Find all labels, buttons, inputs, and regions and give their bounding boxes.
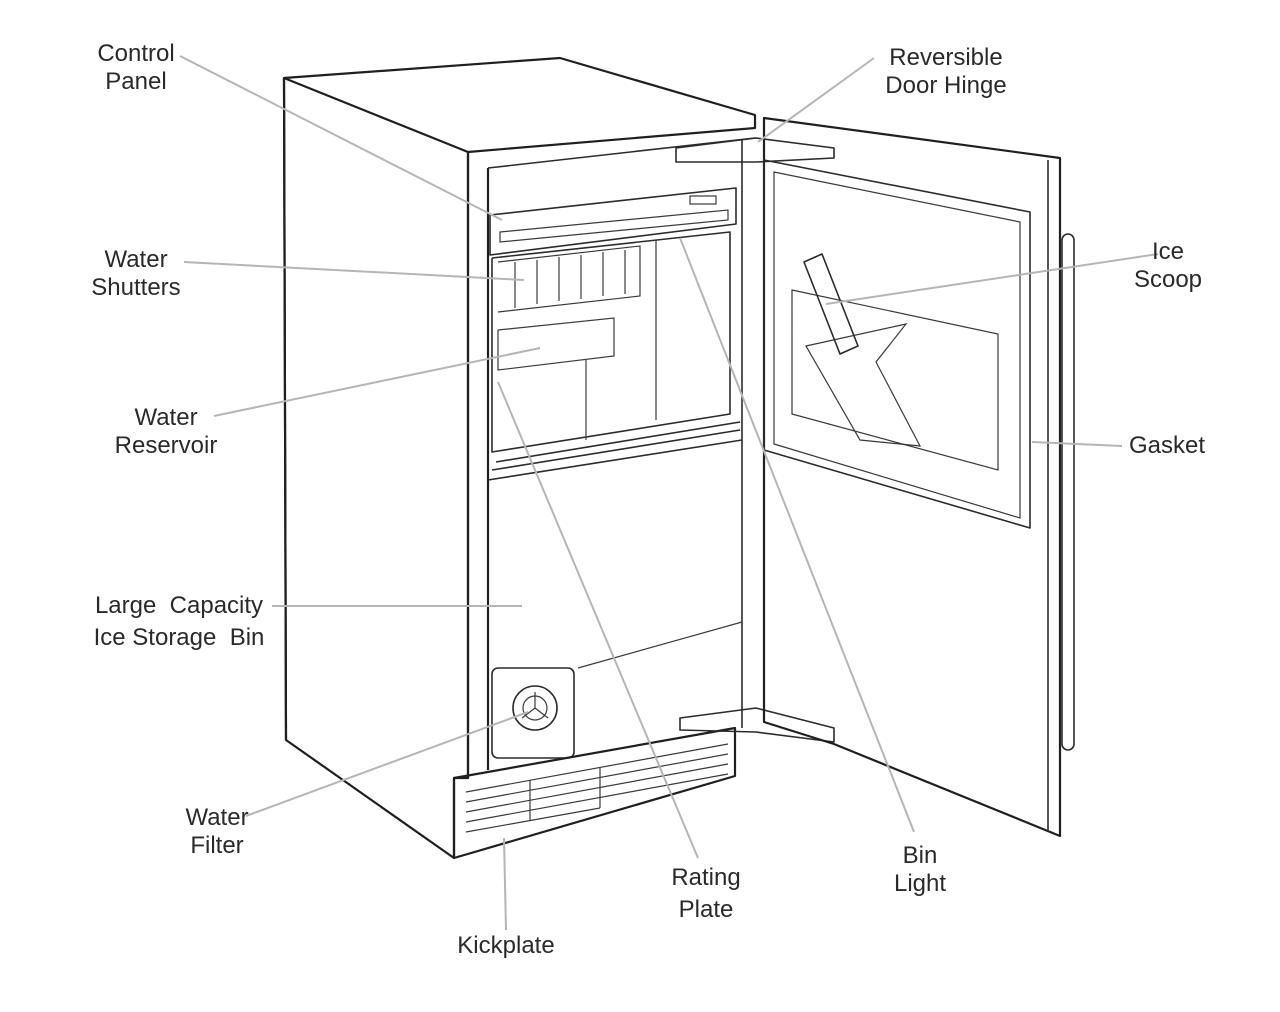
- ice-maker-compartment: [491, 231, 741, 471]
- ice-bin-graphic: [487, 439, 743, 759]
- kickplate-graphic: [452, 726, 737, 860]
- leader-lines: [179, 55, 1159, 931]
- label-gasket: Gasket: [1128, 432, 1206, 459]
- label-kickplate: Kickplate: [457, 932, 555, 959]
- cabinet-outline: [282, 56, 757, 860]
- door-outline: [762, 116, 1075, 838]
- control-panel-graphic: [489, 187, 737, 256]
- hinges-graphic: [675, 137, 835, 743]
